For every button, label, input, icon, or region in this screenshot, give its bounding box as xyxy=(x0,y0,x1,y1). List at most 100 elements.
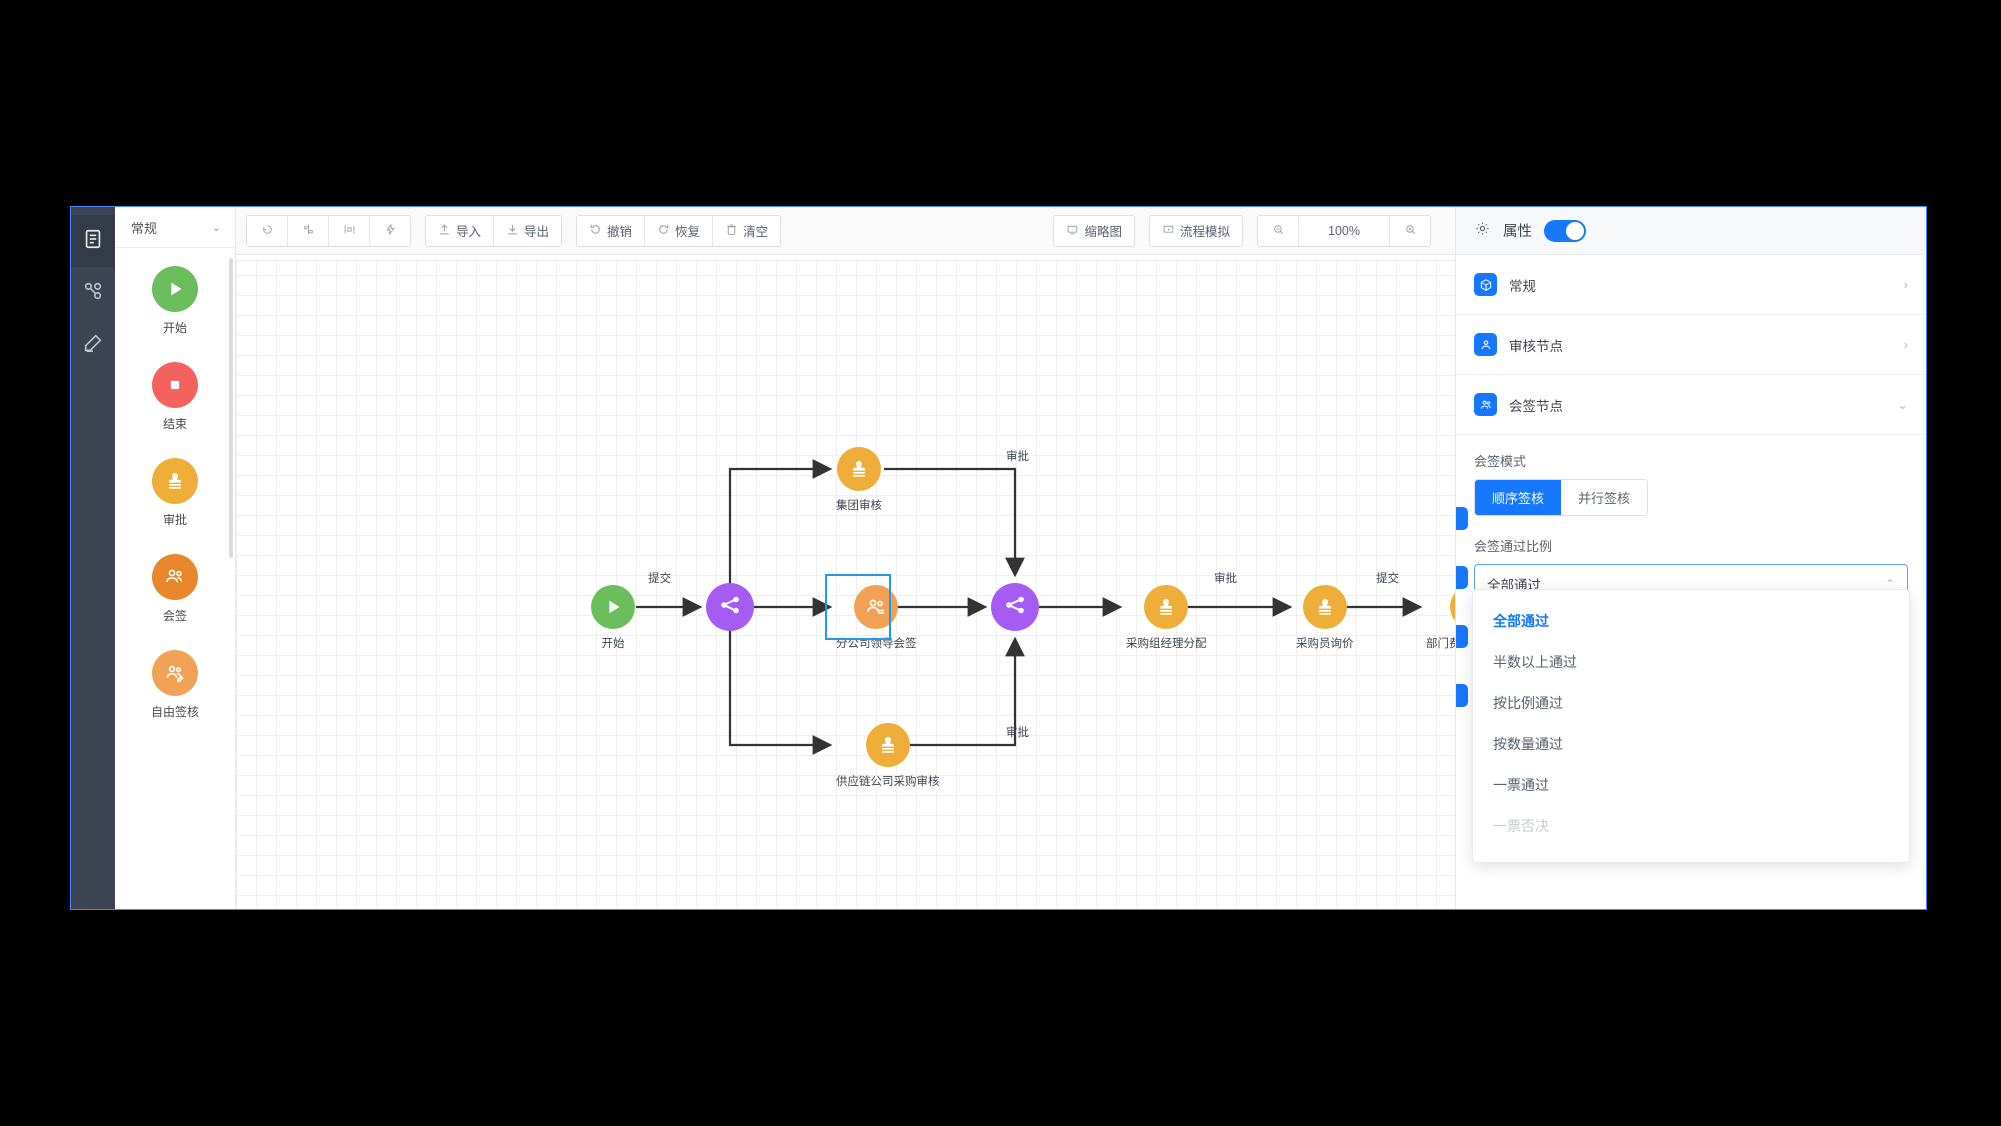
dropdown-option-one-vote-pass[interactable]: 一票通过 xyxy=(1493,776,1549,793)
canvas-node-label: 分公司领导会签 xyxy=(836,638,917,650)
zoom-in-button[interactable] xyxy=(1390,215,1430,246)
canvas-toolbar: 导入 导出 xyxy=(236,207,1455,255)
workflow-designer-app: 常规 ⌄ 开始 结束 xyxy=(70,206,1927,910)
toolbar-undo-arrow-button[interactable] xyxy=(247,215,288,246)
canvas-node-dept-cost-confirm[interactable]: 部门费用经理确认 xyxy=(1426,585,1455,651)
canvas-gateway-2[interactable] xyxy=(991,583,1039,631)
palette-item-approval[interactable]: 审批 xyxy=(115,458,235,528)
palette-group-label: 常规 xyxy=(131,220,158,236)
properties-header: 属性 xyxy=(1456,207,1926,255)
toolbar-align-button[interactable] xyxy=(288,215,329,246)
obscured-badge xyxy=(1456,625,1468,648)
countersign-icon xyxy=(152,554,198,600)
import-button[interactable]: 导入 xyxy=(426,215,495,246)
section-label: 会签节点 xyxy=(1509,398,1563,414)
mode-option-sequential[interactable]: 顺序签核 xyxy=(1475,480,1562,515)
toolbar-group-simulate: 流程模拟 xyxy=(1148,214,1243,247)
flow-canvas[interactable]: 开始 集团审核 xyxy=(236,255,1455,909)
canvas-node-buy-group-assign[interactable]: 采购组经理分配 xyxy=(1126,585,1207,651)
toolbar-group-io: 导入 导出 xyxy=(425,214,563,247)
thumbnail-label: 缩略图 xyxy=(1084,225,1122,239)
rotate-left-icon xyxy=(589,223,602,239)
rotate-right-icon xyxy=(657,223,670,239)
zoom-out-button[interactable] xyxy=(1258,215,1299,246)
canvas-area: 导入 导出 xyxy=(236,207,1455,909)
pen-icon xyxy=(82,332,104,359)
dropdown-option-majority-pass[interactable]: 半数以上通过 xyxy=(1493,653,1577,670)
countersign-settings: 会签模式 顺序签核 并行签核 会签通过比例 全部通过 ⌃ xyxy=(1456,435,1926,604)
properties-section-countersign-node[interactable]: 会签节点 ⌄ xyxy=(1456,375,1926,435)
palette-item-label: 审批 xyxy=(162,513,187,527)
canvas-node-group-review[interactable]: 集团审核 xyxy=(836,447,882,513)
rail-item-pen[interactable] xyxy=(71,319,115,371)
canvas-node-branch-countersign[interactable]: 分公司领导会签 xyxy=(825,574,917,651)
palette-item-free-sign[interactable]: 自由签核 xyxy=(115,650,235,720)
canvas-gateway-1[interactable] xyxy=(706,583,754,631)
obscured-badge xyxy=(1456,684,1468,707)
palette-item-start[interactable]: 开始 xyxy=(115,266,235,336)
palette-item-label: 会签 xyxy=(162,609,187,623)
toolbar-group-history: 撤销 恢复 清空 xyxy=(576,214,782,247)
dropdown-option-one-vote-veto[interactable]: 一票否决 xyxy=(1493,817,1549,834)
toolbar-distribute-button[interactable] xyxy=(329,215,370,246)
simulate-icon xyxy=(1162,223,1175,239)
stamp-icon xyxy=(1450,585,1455,629)
dropdown-option-all-pass[interactable]: 全部通过 xyxy=(1493,612,1549,629)
dropdown-option-ratio-pass[interactable]: 按比例通过 xyxy=(1493,694,1563,711)
canvas-node-label: 部门费用经理确认 xyxy=(1426,638,1455,650)
thumbnail-button[interactable]: 缩略图 xyxy=(1054,215,1134,246)
gear-icon xyxy=(1474,220,1491,242)
dropdown-option-count-pass[interactable]: 按数量通过 xyxy=(1493,735,1563,752)
canvas-node-buyer-quote[interactable]: 采购员询价 xyxy=(1296,585,1354,651)
properties-section-review-node[interactable]: 审核节点 › xyxy=(1456,315,1926,375)
stamp-icon xyxy=(1144,585,1189,629)
palette-scrollbar[interactable] xyxy=(229,258,233,558)
chevron-down-icon: ⌄ xyxy=(1897,396,1908,412)
selection-outline xyxy=(825,574,891,640)
play-icon xyxy=(591,585,635,629)
export-button[interactable]: 导出 xyxy=(494,215,562,246)
redo-label: 恢复 xyxy=(675,225,701,239)
obscured-section-badges xyxy=(1456,507,1478,743)
rail-item-nodes[interactable] xyxy=(71,267,115,319)
properties-title: 属性 xyxy=(1503,224,1532,240)
obscured-badge xyxy=(1456,566,1468,589)
toolbar-lightning-button[interactable] xyxy=(370,215,410,246)
palette-item-countersign[interactable]: 会签 xyxy=(115,554,235,624)
palette-group-header[interactable]: 常规 ⌄ xyxy=(115,207,235,248)
stop-icon xyxy=(152,362,198,408)
palette-items: 开始 结束 审批 xyxy=(115,248,235,909)
zoom-level[interactable]: 100% xyxy=(1299,215,1390,246)
canvas-node-supply-review[interactable]: 供应链公司采购审核 xyxy=(836,723,940,789)
import-label: 导入 xyxy=(456,225,482,239)
properties-panel: 属性 常规 › 审核节点 › xyxy=(1455,207,1926,909)
redo-button[interactable]: 恢复 xyxy=(645,215,714,246)
undo-button[interactable]: 撤销 xyxy=(577,215,646,246)
toolbar-group-zoom: 100% xyxy=(1257,214,1431,247)
clear-button[interactable]: 清空 xyxy=(713,215,781,246)
undo-arrow-icon xyxy=(261,223,274,239)
section-label: 常规 xyxy=(1509,278,1536,294)
thumbnail-icon xyxy=(1066,223,1079,239)
branch-icon xyxy=(1003,593,1027,622)
export-icon xyxy=(506,223,519,239)
pass-ratio-label: 会签通过比例 xyxy=(1474,539,1553,554)
properties-toggle[interactable] xyxy=(1544,219,1586,242)
palette-item-end[interactable]: 结束 xyxy=(115,362,235,432)
chevron-right-icon: › xyxy=(1903,277,1908,292)
toolbar-group-view xyxy=(246,214,411,247)
section-label: 审核节点 xyxy=(1509,338,1563,354)
zoom-out-icon xyxy=(1272,223,1285,239)
users-icon xyxy=(1474,393,1497,416)
pass-ratio-dropdown[interactable]: 全部通过 半数以上通过 按比例通过 按数量通过 一票通过 一票否决 xyxy=(1472,589,1910,863)
properties-section-general[interactable]: 常规 › xyxy=(1456,255,1926,315)
simulate-button[interactable]: 流程模拟 xyxy=(1149,215,1242,246)
clear-label: 清空 xyxy=(743,225,769,239)
mode-option-parallel[interactable]: 并行签核 xyxy=(1561,480,1648,515)
simulate-label: 流程模拟 xyxy=(1179,225,1230,239)
canvas-node-label: 采购员询价 xyxy=(1296,638,1354,650)
branch-icon xyxy=(718,593,742,622)
palette-item-label: 结束 xyxy=(162,417,187,431)
rail-item-form[interactable] xyxy=(71,215,115,267)
canvas-node-start[interactable]: 开始 xyxy=(591,585,635,651)
